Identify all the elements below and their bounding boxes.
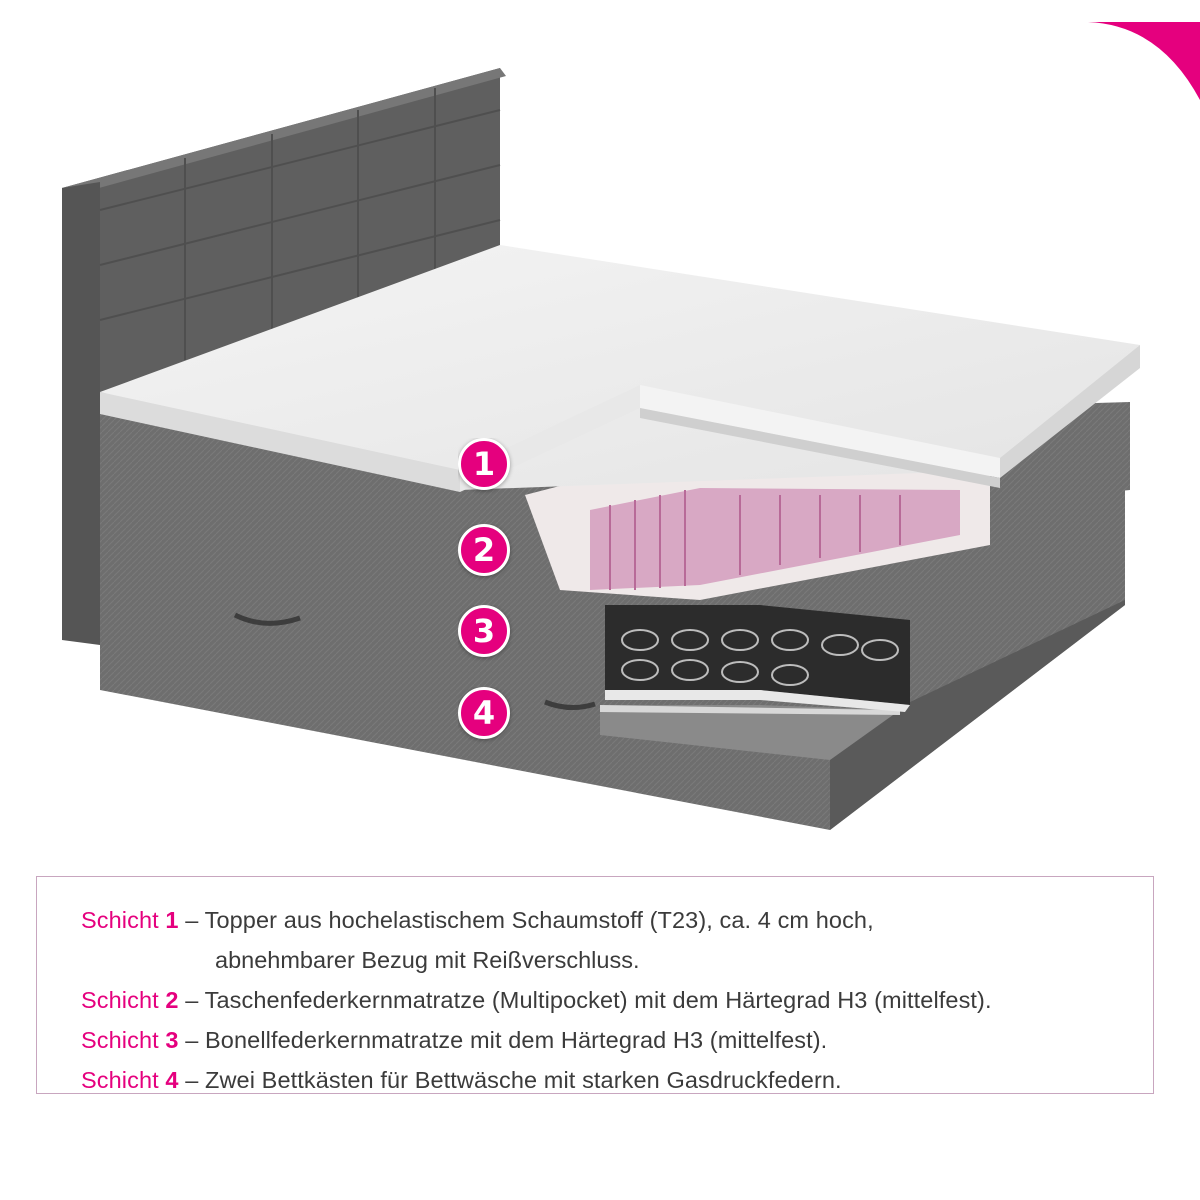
legend-number: 1 (165, 907, 179, 933)
layer-badge-4: 4 (458, 687, 510, 739)
legend-row-1-continuation: abnehmbarer Bezug mit Reißverschluss. (215, 947, 640, 973)
legend-text: Zwei Bettkästen für Bettwäsche mit stark… (205, 1067, 842, 1093)
legend-dash: – (185, 987, 199, 1013)
legend-row-2: Schicht 2 – Taschenfederkernmatratze (Mu… (81, 987, 992, 1014)
layer-legend: Schicht 1 – Topper aus hochelastischem S… (36, 876, 1154, 1094)
legend-dash: – (185, 1027, 199, 1053)
legend-label: Schicht (81, 907, 159, 933)
legend-row-1: Schicht 1 – Topper aus hochelastischem S… (81, 907, 874, 934)
legend-row-3: Schicht 3 – Bonellfederkernmatratze mit … (81, 1027, 827, 1054)
layer-badge-2: 2 (458, 524, 510, 576)
legend-number: 3 (165, 1027, 179, 1053)
legend-label: Schicht (81, 1027, 159, 1053)
legend-dash: – (185, 1067, 199, 1093)
legend-label: Schicht (81, 1067, 159, 1093)
layer-badge-1: 1 (458, 438, 510, 490)
legend-row-4: Schicht 4 – Zwei Bettkästen für Bettwäsc… (81, 1067, 842, 1094)
legend-number: 4 (165, 1067, 179, 1093)
topper (100, 245, 1140, 492)
layer-badge-3: 3 (458, 605, 510, 657)
legend-dash: – (185, 907, 199, 933)
corner-accent-shape (1088, 22, 1200, 100)
legend-number: 2 (165, 987, 179, 1013)
legend-text: Bonellfederkernmatratze mit dem Härtegra… (205, 1027, 828, 1053)
legend-label: Schicht (81, 987, 159, 1013)
legend-text: Topper aus hochelastischem Schaumstoff (… (204, 907, 874, 933)
boxspring-bed-illustration: 1 2 3 4 (62, 68, 1140, 830)
legend-text: Taschenfederkernmatratze (Multipocket) m… (204, 987, 992, 1013)
